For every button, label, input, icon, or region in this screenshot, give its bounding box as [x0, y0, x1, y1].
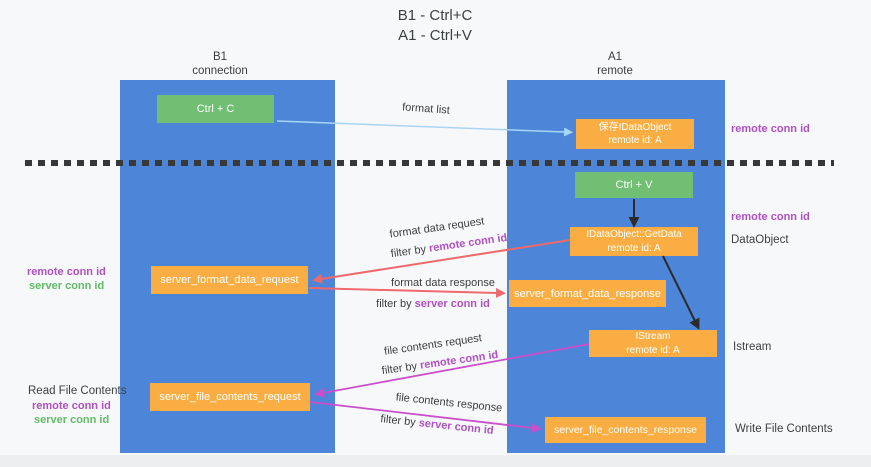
server-conn-id-left-bottom: server conn id [34, 414, 110, 426]
remote-conn-id-left: remote conn id [27, 266, 106, 278]
istream-line2: remote id: A [626, 344, 680, 356]
istream-line1: IStream [635, 331, 671, 343]
filter-by-server-conn-id-label-1: filter by server conn id [376, 298, 490, 310]
filter-by-text: filter by [376, 298, 415, 310]
remote-conn-id-text: remote conn id [428, 231, 508, 255]
title-line-2: A1 - Ctrl+V [398, 26, 472, 44]
lane-header-a1: A1 remote [545, 50, 685, 79]
ctrl-v-label: Ctrl + V [615, 179, 653, 191]
remote-conn-id-left-bottom: remote conn id [32, 400, 111, 412]
lane-a1-role: remote [597, 65, 633, 78]
filter-by-text: filter by [379, 413, 420, 430]
server-format-data-response-label: server_format_data_response [514, 287, 661, 300]
write-file-contents-label: Write File Contents [735, 423, 833, 435]
remote-conn-id-right-top: remote conn id [731, 123, 810, 135]
format-list-label: format list [401, 101, 451, 117]
filter-by-text: filter by [390, 242, 430, 261]
filter-by-text: filter by [381, 359, 421, 378]
server-format-data-response-box: server_format_data_response [509, 280, 666, 307]
remote-conn-id-right-mid: remote conn id [731, 211, 810, 223]
server-format-data-request-label: server_format_data_request [160, 274, 299, 286]
ctrl-c-box: Ctrl + C [157, 95, 274, 123]
istream-box: IStream remote id: A [589, 330, 717, 357]
save-idataobject-line1: 保存IDataObject [598, 121, 672, 133]
title-line-1: B1 - Ctrl+C [397, 7, 473, 24]
server-file-contents-response-label: server_file_contents_response [553, 424, 697, 436]
file-contents-response-label: file contents response [395, 391, 503, 415]
server-format-data-request-box: server_format_data_request [151, 266, 308, 294]
istream-side-label: Istream [733, 341, 772, 353]
save-idataobject-box: 保存IDataObject remote id: A [576, 119, 694, 149]
filter-by-server-conn-id-label-2: filter by server conn id [380, 413, 494, 437]
dataobject-label: DataObject [731, 234, 789, 246]
getdata-line2: remote id: A [607, 242, 661, 254]
server-conn-id-text: server conn id [414, 298, 490, 310]
lane-b1-role: connection [192, 65, 248, 78]
remote-conn-id-text: remote conn id [419, 348, 499, 372]
lane-b1-name: B1 [212, 51, 228, 63]
lane-a1-name: A1 [607, 51, 623, 63]
server-file-contents-request-box: server_file_contents_request [150, 383, 310, 411]
diagram-title: B1 - Ctrl+C A1 - Ctrl+V [335, 6, 535, 46]
server-conn-id-text: server conn id [418, 417, 495, 437]
phase-separator-dashed-line [25, 160, 834, 166]
ctrl-c-label: Ctrl + C [196, 103, 235, 115]
bottom-edge-strip [0, 455, 871, 467]
lane-header-b1: B1 connection [150, 50, 290, 79]
server-file-contents-response-box: server_file_contents_response [545, 417, 706, 443]
ctrl-v-box: Ctrl + V [575, 172, 693, 198]
getdata-line1: IDataObject::GetData [586, 229, 682, 241]
server-conn-id-left: server conn id [29, 280, 105, 292]
save-idataobject-line2: remote id: A [608, 135, 662, 146]
idataobject-getdata-box: IDataObject::GetData remote id: A [570, 227, 698, 256]
server-file-contents-request-label: server_file_contents_request [159, 391, 301, 403]
read-file-contents-label: Read File Contents [28, 385, 127, 397]
format-data-response-label: format data response [391, 277, 495, 289]
